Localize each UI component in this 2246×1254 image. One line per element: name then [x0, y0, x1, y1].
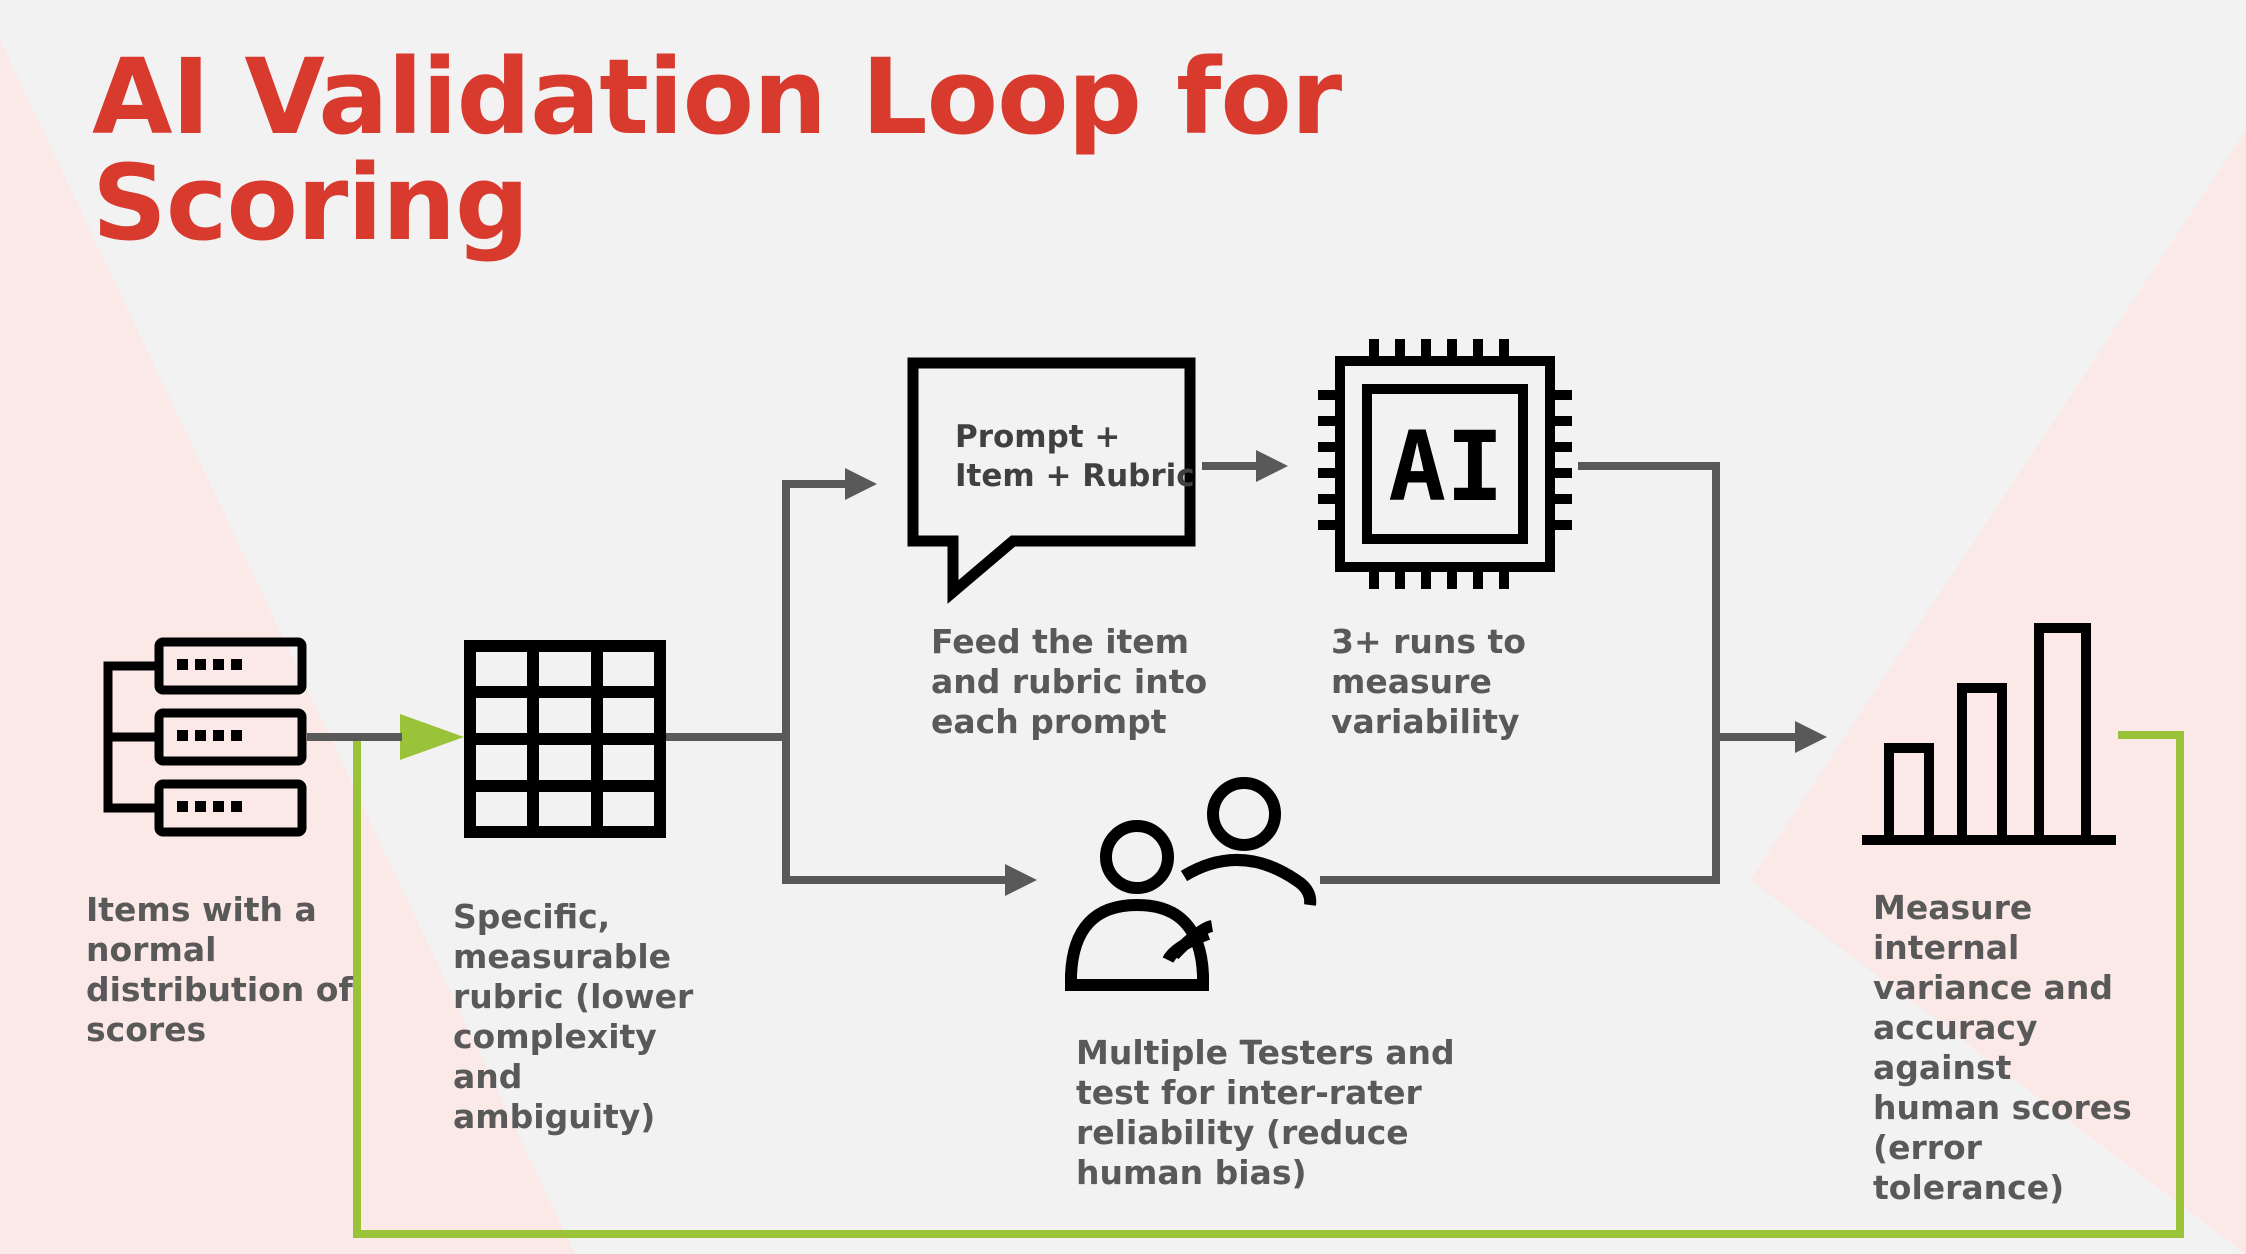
label-line: test for inter-rater	[1076, 1073, 1422, 1112]
label-line: Specific,	[453, 897, 611, 936]
label-line: reliability (reduce	[1076, 1113, 1409, 1152]
label-line: 3+ runs to	[1331, 622, 1526, 661]
label-line: human bias)	[1076, 1153, 1307, 1192]
testers-label: Multiple Testers and test for inter-rate…	[1076, 1033, 1455, 1193]
diagram-title: AI Validation Loop for Scoring	[92, 36, 1342, 264]
speech-bubble-icon	[907, 357, 1196, 604]
label-line: tolerance)	[1873, 1168, 2065, 1207]
bar-chart-icon	[1862, 623, 2116, 845]
grid-table-icon	[464, 640, 666, 838]
label-line: internal	[1873, 928, 2020, 967]
connector-ai-out	[1320, 462, 1720, 884]
label-line: and	[453, 1057, 523, 1096]
bubble-line: Item + Rubric	[955, 458, 1195, 494]
users-icon	[1065, 777, 1317, 991]
ai-chip-label: AI	[1388, 411, 1504, 523]
label-line: Multiple Testers and	[1076, 1033, 1455, 1072]
label-line: (error	[1873, 1128, 1982, 1167]
server-stack-icon	[103, 637, 307, 837]
label-line: measure	[1331, 662, 1492, 701]
label-line: accuracy	[1873, 1008, 2038, 1047]
label-line: complexity	[453, 1017, 657, 1056]
label-line: scores	[86, 1010, 207, 1049]
title-line-1: AI Validation Loop for	[92, 36, 1342, 158]
prompt-label: Feed the item and rubric into each promp…	[931, 622, 1207, 742]
rubric-label: Specific, measurable rubric (lower compl…	[453, 897, 693, 1137]
label-line: Measure	[1873, 888, 2033, 927]
title-line-2: Scoring	[92, 142, 529, 264]
label-line: ambiguity)	[453, 1097, 656, 1136]
feedback-loop-arrowhead	[400, 714, 464, 760]
label-line: rubric (lower	[453, 977, 694, 1016]
label-line: Feed the item	[931, 622, 1190, 661]
bubble-line: Prompt +	[955, 419, 1121, 455]
label-line: each prompt	[931, 702, 1167, 741]
ai-label: 3+ runs to measure variability	[1331, 622, 1526, 742]
label-line: and rubric into	[931, 662, 1208, 701]
background-triangle-left	[0, 40, 575, 1254]
label-line: variance and	[1873, 968, 2113, 1007]
label-line: distribution of	[86, 970, 353, 1009]
items-label: Items with a normal distribution of scor…	[86, 890, 353, 1050]
prompt-bubble-text: Prompt + Item + Rubric	[955, 418, 1195, 496]
measure-label: Measure internal variance and accuracy a…	[1873, 888, 2132, 1208]
label-line: human scores	[1873, 1088, 2132, 1127]
label-line: Items with a	[86, 890, 317, 929]
ai-chip-icon: AI	[1318, 339, 1572, 589]
label-line: normal	[86, 930, 217, 969]
label-line: measurable	[453, 937, 672, 976]
label-line: against	[1873, 1048, 2012, 1087]
label-line: variability	[1331, 702, 1520, 741]
